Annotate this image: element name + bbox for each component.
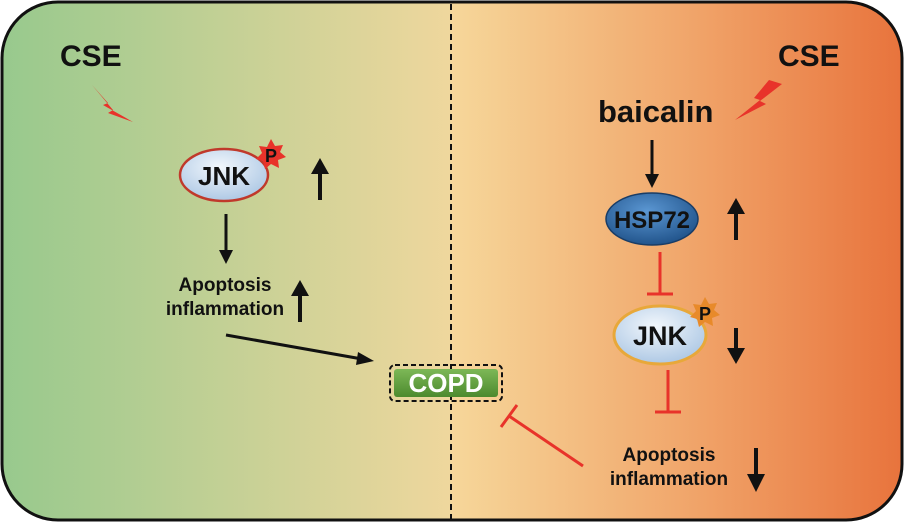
left-outcome-line-apoptosis: Apoptosis: [178, 275, 272, 296]
left-cse-label: CSE: [60, 40, 122, 73]
hsp72-up-arrow-icon: [727, 198, 745, 240]
left-lightning-bolt-icon: [92, 85, 133, 122]
right-panel-background: [451, 2, 902, 520]
left-jnk-node: JNK: [178, 147, 270, 203]
right-phospho-label: P: [699, 304, 711, 324]
baicalin-label: baicalin: [598, 94, 714, 129]
hsp72-inhibition-bar-icon: [647, 252, 673, 296]
right-outcome-line-apoptosis: Apoptosis: [622, 445, 716, 466]
right-outcome-label: Apoptosis inflammation: [594, 444, 744, 492]
right-phospho-star-icon: P: [690, 297, 720, 327]
right-outcome-down-arrow-icon: [747, 448, 765, 492]
hsp72-label: HSP72: [614, 207, 690, 234]
right-jnk-down-arrow-icon: [727, 328, 745, 364]
right-jnk-node: JNK: [612, 304, 708, 366]
hsp72-node: HSP72: [605, 192, 699, 246]
jnk-inhibition-bar-icon: [655, 370, 681, 414]
left-phospho-star-icon: P: [256, 139, 286, 169]
left-down-arrow-icon: [219, 214, 233, 264]
left-outcome-up-arrow-icon: [291, 280, 309, 322]
right-outcome-line-inflammation: inflammation: [609, 469, 729, 490]
right-jnk-label: JNK: [633, 321, 688, 351]
left-outcome-line-inflammation: inflammation: [165, 299, 285, 320]
right-cse-label: CSE: [778, 40, 840, 73]
baicalin-arrow-icon: [645, 140, 659, 188]
copd-label: COPD: [408, 368, 483, 398]
copd-node: COPD: [389, 364, 503, 402]
right-lightning-bolt-icon: [735, 80, 782, 120]
left-jnk-label: JNK: [198, 161, 250, 191]
left-outcome-label: Apoptosis inflammation: [150, 274, 300, 322]
left-jnk-up-arrow-icon: [311, 158, 329, 200]
copd-inhibition-bar-icon: [499, 404, 584, 468]
left-phospho-label: P: [265, 146, 277, 166]
left-to-copd-arrow-icon: [225, 333, 374, 365]
